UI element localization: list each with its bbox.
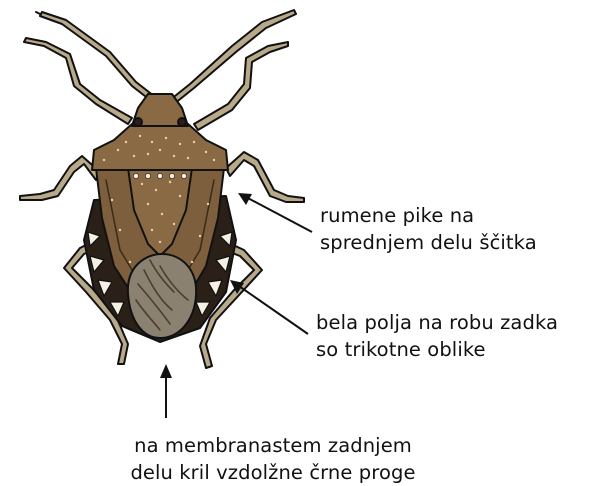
- right-middle-leg: [226, 152, 304, 202]
- annotation-white-patches-line2: so trikotne oblike: [316, 336, 558, 363]
- annotation-membrane-line2: delu kril vzdolžne črne proge: [108, 459, 438, 486]
- arrow-white-patches: [230, 280, 308, 334]
- annotation-speckles-line2: sprednjem delu ščitka: [320, 229, 537, 256]
- annotation-membrane: na membranastem zadnjem delu kril vzdolž…: [108, 432, 438, 486]
- left-middle-leg: [20, 156, 100, 200]
- pronotum: [92, 124, 228, 170]
- right-antenna: [170, 10, 296, 104]
- right-front-leg: [194, 42, 288, 130]
- annotation-speckles: rumene pike na sprednjem delu ščitka: [320, 202, 537, 256]
- arrow-membrane: [160, 364, 172, 418]
- wing-membrane: [128, 254, 196, 338]
- left-front-leg: [24, 38, 132, 124]
- annotation-white-patches: bela polja na robu zadka so trikotne obl…: [316, 309, 558, 363]
- annotation-membrane-line1: na membranastem zadnjem: [108, 432, 438, 459]
- annotation-speckles-line1: rumene pike na: [320, 202, 537, 229]
- left-antenna: [36, 12, 154, 100]
- annotation-white-patches-line1: bela polja na robu zadka: [316, 309, 558, 336]
